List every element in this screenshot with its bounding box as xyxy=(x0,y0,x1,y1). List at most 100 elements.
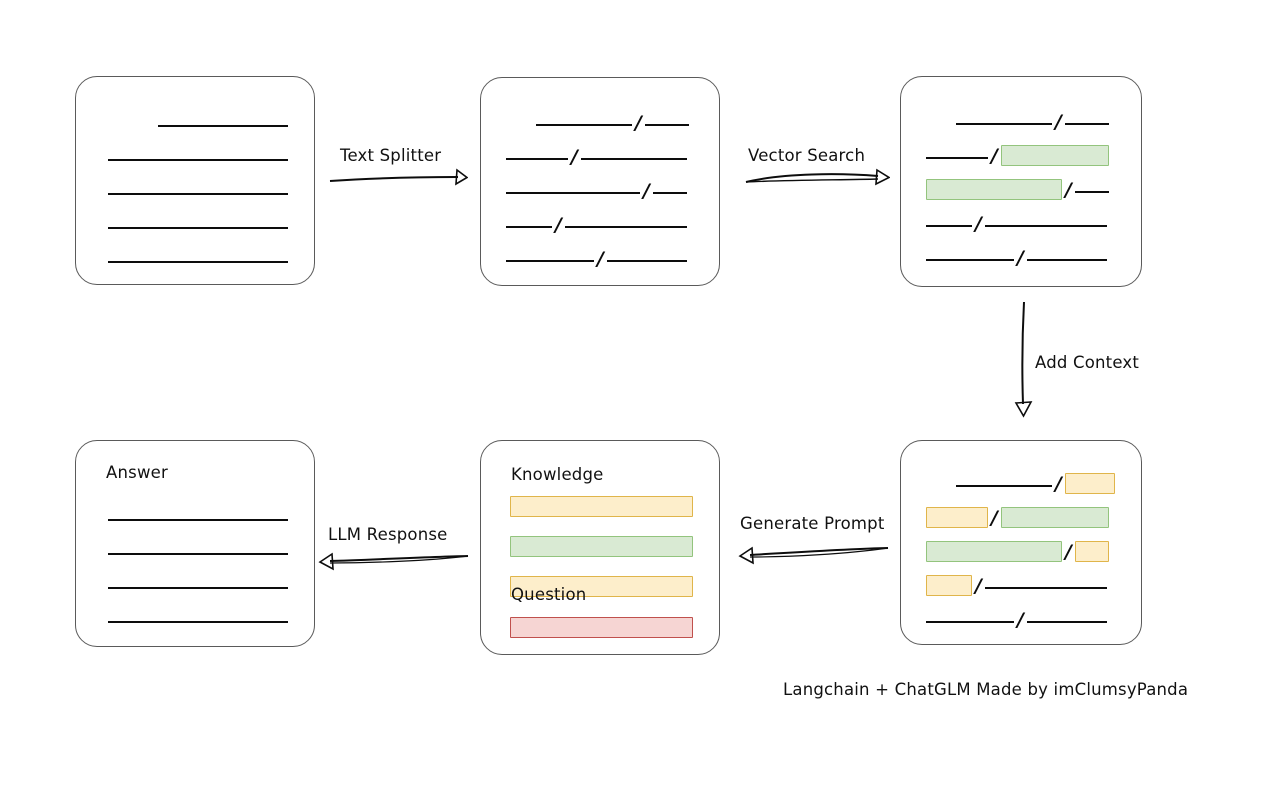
question-bars xyxy=(510,617,693,657)
line-segment xyxy=(956,123,1052,125)
line-separator-slash: / xyxy=(555,213,562,236)
line-separator-slash: / xyxy=(975,212,982,235)
line-separator-slash: / xyxy=(1017,608,1024,631)
line-segment xyxy=(108,519,288,521)
arrow-text-splitter xyxy=(329,168,468,186)
line-segment xyxy=(652,192,687,194)
highlighted-chunk-yellow xyxy=(926,574,972,596)
question-bar-red xyxy=(510,617,693,638)
line-separator-slash: / xyxy=(1065,178,1072,201)
line-segment xyxy=(157,125,288,127)
arrow-add-context xyxy=(1014,301,1033,418)
line-segment xyxy=(926,157,988,159)
answer-lines xyxy=(108,503,288,639)
card-source-document[interactable] xyxy=(75,76,315,285)
diagram-caption: Langchain + ChatGLM Made by imClumsyPand… xyxy=(783,680,1189,699)
document-line: / xyxy=(926,503,1121,537)
line-segment xyxy=(564,226,687,228)
knowledge-bar-green xyxy=(510,536,693,557)
line-segment xyxy=(506,192,640,194)
document-line: / xyxy=(926,209,1121,243)
line-segment xyxy=(926,259,1014,261)
line-segment xyxy=(536,124,632,126)
card-prompt[interactable]: Knowledge Question xyxy=(480,440,720,655)
card-context-document[interactable]: / / / / / xyxy=(900,440,1142,645)
document-line: / xyxy=(926,571,1121,605)
source-document-lines xyxy=(108,109,288,279)
card-split-document[interactable]: / / / / / xyxy=(480,77,720,286)
document-line: / xyxy=(926,243,1121,277)
arrow-label-text-splitter: Text Splitter xyxy=(340,146,442,165)
line-segment xyxy=(606,260,687,262)
context-document-lines: / / / / / xyxy=(926,469,1121,639)
answer-label: Answer xyxy=(106,463,168,482)
highlighted-chunk-yellow xyxy=(1064,472,1115,494)
document-line: / xyxy=(506,142,699,176)
arrow-label-add-context: Add Context xyxy=(1035,353,1140,372)
line-separator-slash: / xyxy=(1055,110,1062,133)
line-segment xyxy=(926,225,972,227)
question-heading: Question xyxy=(511,585,587,604)
document-line: / xyxy=(926,537,1121,571)
line-segment xyxy=(108,621,288,623)
highlighted-chunk-green xyxy=(1000,144,1109,166)
line-segment xyxy=(1026,259,1107,261)
document-line: / xyxy=(926,175,1121,209)
line-separator-slash: / xyxy=(991,144,998,167)
highlighted-chunk-yellow xyxy=(926,506,988,528)
document-line: / xyxy=(926,141,1121,175)
line-separator-slash: / xyxy=(643,179,650,202)
highlighted-chunk-yellow xyxy=(1074,540,1109,562)
document-line: / xyxy=(506,176,699,210)
document-line xyxy=(108,211,288,245)
line-separator-slash: / xyxy=(597,247,604,270)
line-segment xyxy=(644,124,689,126)
line-segment xyxy=(926,621,1014,623)
document-line: / xyxy=(506,108,699,142)
document-line: / xyxy=(506,210,699,244)
line-segment xyxy=(506,226,552,228)
highlighted-chunk-green xyxy=(926,540,1062,562)
line-segment xyxy=(108,587,288,589)
document-line: / xyxy=(506,244,699,278)
knowledge-bar-yellow xyxy=(510,496,693,517)
document-line xyxy=(108,605,288,639)
line-separator-slash: / xyxy=(975,574,982,597)
card-answer[interactable]: Answer xyxy=(75,440,315,647)
line-segment xyxy=(1074,191,1109,193)
line-separator-slash: / xyxy=(1065,540,1072,563)
arrow-label-generate-prompt: Generate Prompt xyxy=(740,514,885,533)
document-line xyxy=(108,143,288,177)
document-line: / xyxy=(926,605,1121,639)
document-line xyxy=(108,537,288,571)
line-separator-slash: / xyxy=(991,506,998,529)
knowledge-bars xyxy=(510,496,693,616)
line-segment xyxy=(108,553,288,555)
arrow-generate-prompt xyxy=(738,546,889,565)
knowledge-bar-yellow xyxy=(510,576,693,597)
document-line xyxy=(108,177,288,211)
line-separator-slash: / xyxy=(571,145,578,168)
line-separator-slash: / xyxy=(635,111,642,134)
arrow-label-llm-response: LLM Response xyxy=(328,525,448,544)
line-segment xyxy=(580,158,687,160)
document-line xyxy=(108,503,288,537)
arrow-label-vector-search: Vector Search xyxy=(748,146,866,165)
line-segment xyxy=(984,225,1107,227)
knowledge-heading: Knowledge xyxy=(511,465,604,484)
line-segment xyxy=(506,158,568,160)
document-line xyxy=(108,245,288,279)
line-segment xyxy=(1026,621,1107,623)
line-separator-slash: / xyxy=(1055,472,1062,495)
document-line xyxy=(108,571,288,605)
document-line: / xyxy=(926,469,1121,503)
highlighted-chunk-green xyxy=(926,178,1062,200)
matched-document-lines: / / / / / xyxy=(926,107,1121,277)
arrow-llm-response xyxy=(318,552,469,571)
line-segment xyxy=(108,193,288,195)
line-segment xyxy=(1064,123,1109,125)
card-matched-document[interactable]: / / / / / xyxy=(900,76,1142,287)
split-document-lines: / / / / / xyxy=(506,108,699,278)
line-segment xyxy=(506,260,594,262)
